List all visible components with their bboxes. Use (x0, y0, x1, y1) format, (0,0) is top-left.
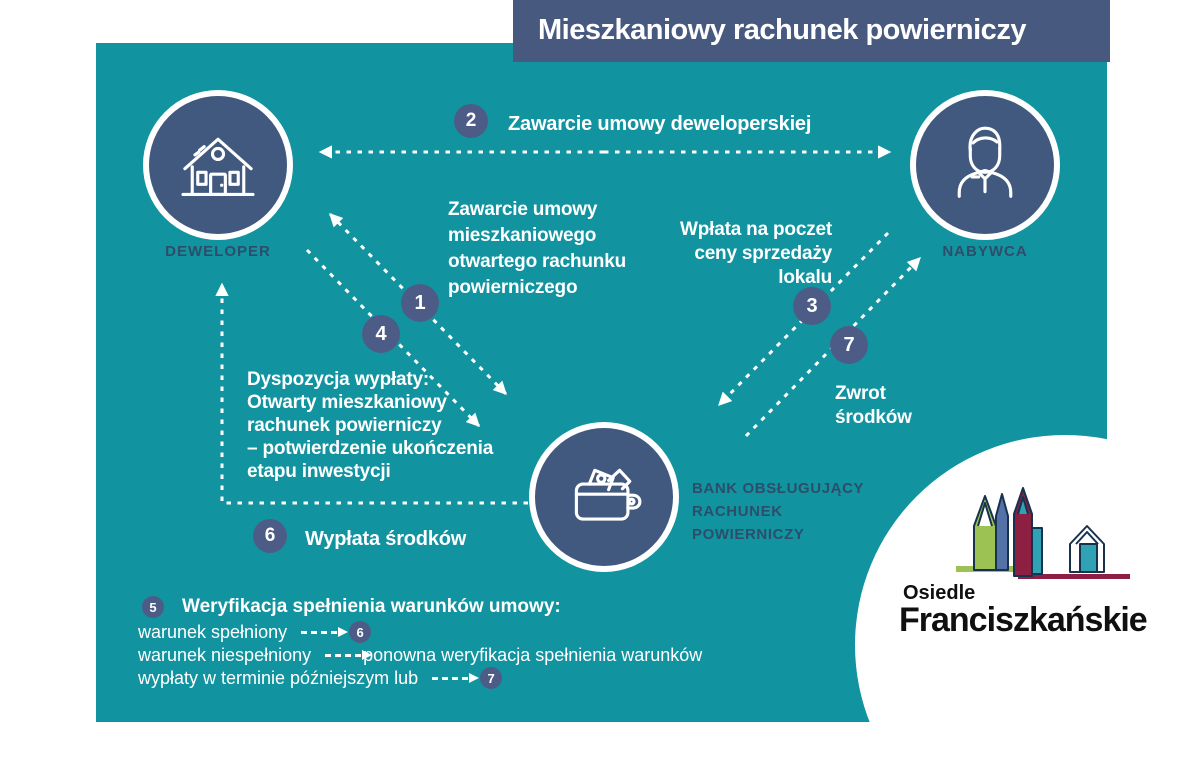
arrow-payment-to-bank (717, 231, 890, 407)
dashed-arrow-icon (325, 649, 373, 660)
logo-line-1: Osiedle (903, 582, 976, 604)
later-payout-label: wypłaty w terminie późniejszym lub (138, 667, 419, 688)
badge-step-1: 1 (401, 284, 439, 322)
node-buyer (910, 90, 1060, 240)
developer-label: DEWELOPER (165, 243, 271, 260)
badge-step-2: 2 (454, 104, 488, 138)
verification-line-3: wypłaty w terminie późniejszym lub 7 (138, 666, 503, 690)
bank-label: BANK OBSŁUGUJĄCY RACHUNEK POWIERNICZY (692, 480, 865, 543)
step-3-text: Wpłata na poczet ceny sprzedaży lokalu (680, 219, 832, 288)
node-developer (143, 90, 293, 240)
condition-not-met-result: ponowna weryfikacja spełnienia warunków (363, 644, 703, 665)
dashed-arrow-icon (432, 672, 480, 683)
verification-heading: Weryfikacja spełnienia warunków umowy: (182, 596, 561, 617)
title-bar: Mieszkaniowy rachunek powierniczy (513, 0, 1110, 62)
badge-step-6: 6 (253, 519, 287, 553)
buyer-label: NABYWCA (942, 243, 1028, 260)
badge-step-4: 4 (362, 315, 400, 353)
dashed-arrow-icon (301, 626, 349, 637)
badge-step-7: 7 (830, 326, 868, 364)
person-icon (957, 126, 1013, 198)
step-2-text: Zawarcie umowy deweloperskiej (508, 113, 812, 135)
arrow-payout-to-developer (215, 282, 528, 505)
condition-met-label: warunek spełniony (138, 621, 288, 642)
condition-not-met-label: warunek niespełniony (138, 644, 312, 665)
step-7-text: Zwrot środków (835, 383, 912, 428)
badge-target-6: 6 (349, 621, 372, 643)
verification-line-2: warunek niespełniony ponowna weryfikacja… (138, 643, 702, 667)
verification-line-1: warunek spełniony 6 (138, 620, 372, 644)
house-icon (181, 137, 255, 197)
step-1-text: Zawarcie umowy mieszkaniowego otwartego … (448, 199, 626, 298)
verification-heading-row: 5 Weryfikacja spełnienia warunków umowy: (142, 595, 561, 619)
page-title: Mieszkaniowy rachunek powierniczy (538, 14, 1026, 46)
badge-step-3: 3 (793, 287, 831, 325)
badge-target-7: 7 (480, 667, 503, 689)
badge-step-5: 5 (142, 596, 164, 618)
logo-buildings-icon (956, 487, 1130, 579)
node-bank (529, 422, 679, 572)
logo-line-2: Franciszkańskie (899, 601, 1148, 639)
wallet-icon (574, 468, 642, 521)
step-6-text: Wypłata środków (305, 528, 467, 550)
step-4-text: Dyspozycja wypłaty: Otwarty mieszkaniowy… (247, 369, 494, 482)
